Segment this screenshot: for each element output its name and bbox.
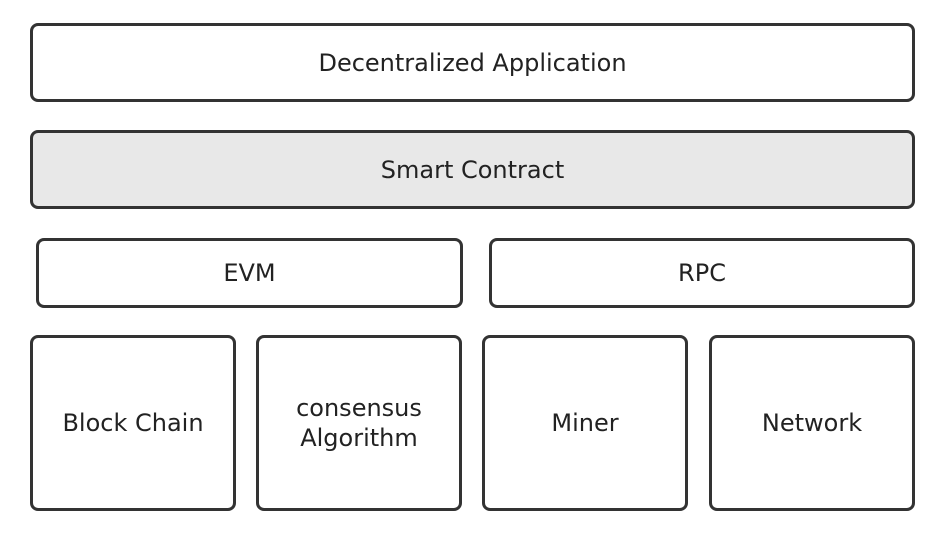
smart-contract-box: Smart Contract: [30, 130, 915, 209]
miner-box: Miner: [482, 335, 688, 511]
consensus-algorithm-box: consensus Algorithm: [256, 335, 462, 511]
consensus-label-line-1: consensus: [296, 394, 422, 422]
miner-label: Miner: [551, 409, 619, 437]
block-chain-box: Block Chain: [30, 335, 236, 511]
rpc-label: RPC: [678, 259, 726, 287]
evm-label: EVM: [223, 259, 276, 287]
decentralized-application-label: Decentralized Application: [318, 48, 627, 77]
evm-box: EVM: [36, 238, 463, 308]
consensus-label-line-2: Algorithm: [300, 424, 418, 452]
network-label: Network: [761, 409, 863, 437]
consensus-algorithm-label: consensus Algorithm: [296, 393, 422, 453]
block-chain-label: Block Chain: [62, 409, 204, 437]
network-box: Network: [709, 335, 915, 511]
decentralized-application-box: Decentralized Application: [30, 23, 915, 102]
rpc-box: RPC: [489, 238, 915, 308]
smart-contract-label: Smart Contract: [380, 155, 565, 184]
